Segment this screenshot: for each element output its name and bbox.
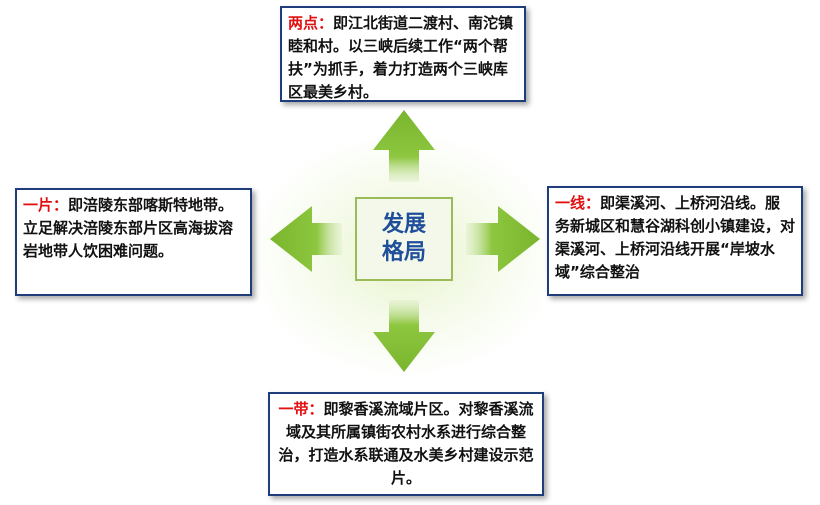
node-one-area-title: 一片：: [23, 196, 69, 214]
center-node: 发展 格局: [355, 197, 453, 281]
node-one-area-text: 即涪陵东部喀斯特地带。立足解决涪陵东部片区高海拔溶岩地带人饮困难问题。: [23, 196, 234, 260]
node-one-belt: 一带：即黎香溪流域片区。对黎香溪流域及其所属镇街农村水系进行综合整治，打造水系联…: [268, 392, 544, 496]
node-two-points-title: 两点：: [288, 14, 334, 32]
arrow-right: [466, 206, 540, 272]
node-two-points: 两点：即江北街道二渡村、南沱镇睦和村。以三峡后续工作“两个帮扶”为抓手，着力打造…: [280, 6, 526, 102]
arrow-up: [373, 110, 435, 182]
arrow-left: [270, 206, 342, 272]
node-two-points-text: 即江北街道二渡村、南沱镇睦和村。以三峡后续工作“两个帮扶”为抓手，着力打造两个三…: [288, 14, 514, 101]
center-label-line2: 格局: [381, 240, 426, 265]
arrow-down: [373, 300, 435, 372]
node-one-line-title: 一线：: [555, 194, 601, 212]
node-one-area: 一片：即涪陵东部喀斯特地带。立足解决涪陵东部片区高海拔溶岩地带人饮困难问题。: [15, 188, 252, 296]
node-one-line: 一线：即渠溪河、上桥河沿线。服务新城区和慧谷湖科创小镇建设，对渠溪河、上桥河沿线…: [547, 186, 803, 296]
center-label-line1: 发展: [381, 212, 426, 237]
node-one-belt-text: 即黎香溪流域片区。对黎香溪流域及其所属镇街农村水系进行综合整治，打造水系联通及水…: [278, 400, 534, 487]
node-one-belt-title: 一带：: [278, 400, 324, 418]
node-one-line-text: 即渠溪河、上桥河沿线。服务新城区和慧谷湖科创小镇建设，对渠溪河、上桥河沿线开展“…: [555, 194, 796, 281]
